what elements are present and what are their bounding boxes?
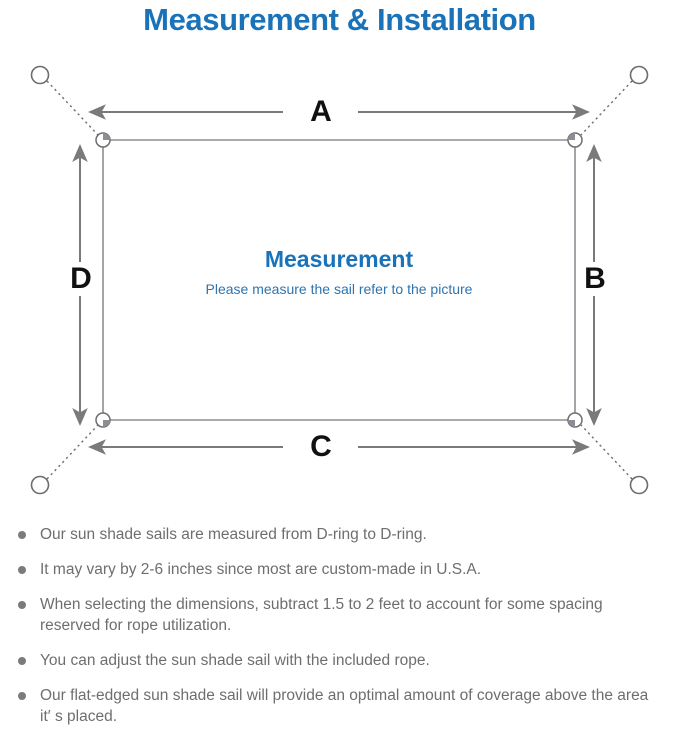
anchor-bottom-left-icon (30, 475, 50, 495)
list-item: When selecting the dimensions, subtract … (10, 594, 661, 636)
note-text: When selecting the dimensions, subtract … (40, 596, 603, 634)
anchor-top-left-icon (30, 65, 50, 85)
rope-line-top-left (46, 80, 99, 136)
dimension-b: B (584, 144, 606, 426)
d-ring-top-left-fill (103, 133, 110, 140)
dimension-a: A (88, 95, 590, 128)
d-ring-bottom-left-fill (103, 420, 110, 427)
anchor-top-right-icon (629, 65, 649, 85)
note-text: Our sun shade sails are measured from D-… (40, 526, 427, 543)
dimension-c-label: C (310, 430, 332, 463)
sail-diagram-svg: A C D B Measurement Please measure the s… (30, 65, 649, 495)
bullet-icon (18, 692, 26, 700)
dimension-c: C (88, 430, 590, 463)
anchor-points (30, 65, 649, 495)
diagram-center-subheading: Please measure the sail refer to the pic… (206, 281, 473, 297)
list-item: Our sun shade sails are measured from D-… (10, 524, 661, 545)
page-title: Measurement & Installation (143, 2, 536, 37)
rope-line-bottom-right (580, 424, 633, 480)
d-ring-bottom-right-fill (568, 420, 575, 427)
bullet-icon (18, 531, 26, 539)
list-item: It may vary by 2-6 inches since most are… (10, 559, 661, 580)
sail-body (102, 139, 576, 421)
note-text: It may vary by 2-6 inches since most are… (40, 561, 482, 578)
rope-line-top-right (580, 80, 633, 136)
dimension-d-label: D (70, 262, 92, 295)
list-item: Our flat-edged sun shade sail will provi… (10, 685, 661, 727)
measurement-diagram: A C D B Measurement Please measure the s… (0, 44, 679, 514)
dimension-b-label: B (584, 262, 606, 295)
dimension-d: D (70, 144, 92, 426)
list-item: You can adjust the sun shade sail with t… (10, 650, 661, 671)
notes-list: Our sun shade sails are measured from D-… (0, 524, 679, 741)
d-ring-top-right-fill (568, 133, 575, 140)
d-rings (95, 132, 583, 428)
note-text: You can adjust the sun shade sail with t… (40, 652, 430, 669)
diagram-center-heading: Measurement (265, 246, 414, 272)
bullet-icon (18, 657, 26, 665)
note-text: Our flat-edged sun shade sail will provi… (40, 687, 649, 725)
bullet-icon (18, 601, 26, 609)
anchor-bottom-right-icon (629, 475, 649, 495)
rope-lines (46, 80, 633, 480)
bullet-icon (18, 566, 26, 574)
dimension-a-label: A (310, 95, 332, 128)
rope-line-bottom-left (46, 424, 99, 480)
